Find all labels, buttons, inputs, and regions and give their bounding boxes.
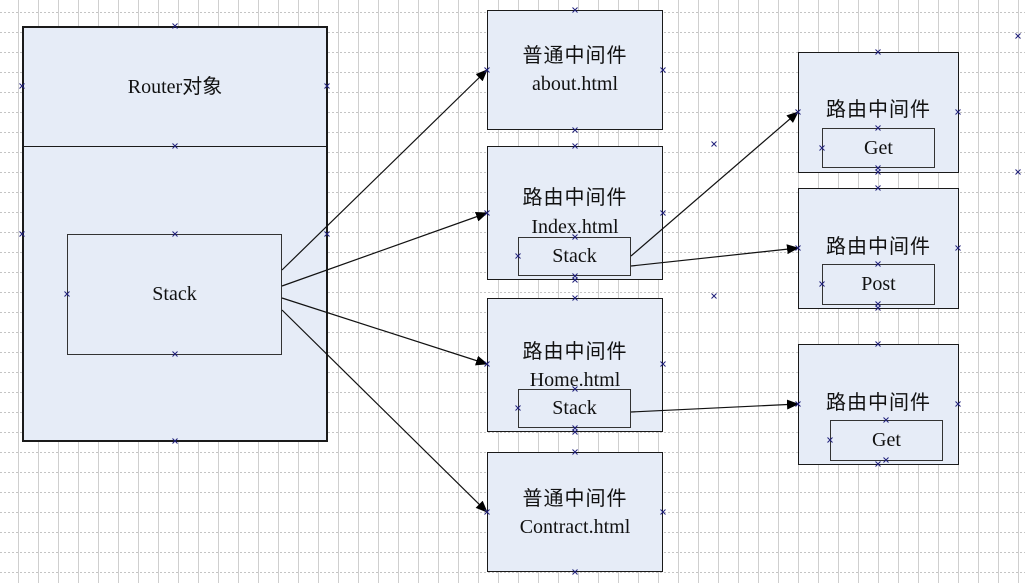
- middleware-file-label: about.html: [531, 73, 619, 95]
- middleware-type-label: 路由中间件: [522, 187, 628, 209]
- index-stack-box[interactable]: Stack: [518, 237, 631, 276]
- route-index-get-method-box[interactable]: Get: [822, 128, 935, 168]
- route-type-label: 路由中间件: [826, 99, 931, 121]
- route-method-label: Post: [861, 273, 896, 295]
- route-type-label: 路由中间件: [826, 236, 931, 258]
- middleware-type-label: 普通中间件: [522, 488, 628, 510]
- home-stack-label: Stack: [552, 397, 597, 419]
- router-stack-box[interactable]: Stack: [67, 234, 282, 355]
- route-type-label: 路由中间件: [826, 392, 931, 414]
- home-stack-box[interactable]: Stack: [518, 389, 631, 428]
- router-stack-label: Stack: [152, 283, 197, 305]
- router-title: Router对象: [127, 76, 223, 98]
- middleware-about-box[interactable]: 普通中间件 about.html: [487, 10, 663, 130]
- index-stack-label: Stack: [552, 245, 597, 267]
- route-home-get-method-box[interactable]: Get: [830, 420, 943, 461]
- middleware-file-label: Index.html: [531, 216, 619, 238]
- route-method-label: Get: [872, 429, 901, 451]
- router-divider: [24, 146, 326, 147]
- route-index-post-method-box[interactable]: Post: [822, 264, 935, 305]
- middleware-type-label: 普通中间件: [522, 45, 628, 67]
- middleware-file-label: Contract.html: [519, 516, 631, 538]
- route-method-label: Get: [864, 136, 893, 159]
- middleware-type-label: 路由中间件: [522, 341, 628, 363]
- middleware-file-label: Home.html: [529, 369, 621, 391]
- middleware-contract-box[interactable]: 普通中间件 Contract.html: [487, 452, 663, 572]
